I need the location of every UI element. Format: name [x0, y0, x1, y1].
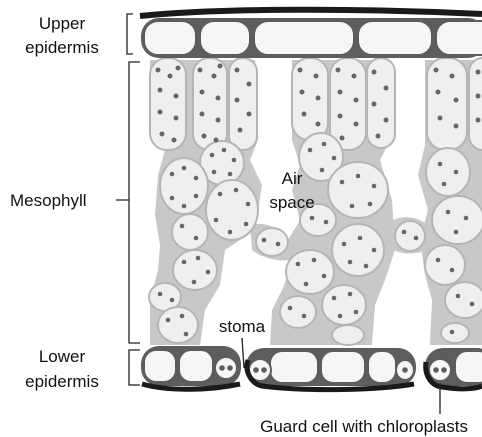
palisade-cell — [330, 58, 366, 150]
spongy-cell — [432, 196, 482, 244]
spongy-cell — [172, 214, 208, 250]
spongy-cell — [158, 307, 198, 343]
spongy-cell — [280, 296, 316, 328]
chloroplast — [402, 367, 408, 373]
lower-epidermis-label-line1: Lower — [39, 347, 86, 366]
spongy-cell — [395, 221, 425, 251]
palisade-cell — [427, 58, 467, 150]
chloroplast — [441, 367, 447, 373]
chloroplast — [433, 367, 439, 373]
upper-epidermis-bracket — [127, 14, 133, 54]
spongy-cell — [441, 323, 469, 343]
epidermal-cell — [321, 351, 365, 383]
mesophyll-bracket — [116, 62, 140, 343]
epidermal-cell — [200, 21, 250, 55]
air-space-label-line1: Air — [282, 169, 303, 188]
stoma-pointer-line — [242, 338, 244, 368]
spongy-cell — [445, 282, 482, 318]
upper-epidermis — [140, 10, 482, 58]
lower-epidermis-label-line2: epidermis — [25, 372, 99, 391]
spongy-cell — [328, 162, 388, 218]
spongy-cell — [425, 245, 465, 285]
upper-cuticle — [140, 10, 482, 16]
epidermal-cell — [270, 351, 318, 383]
palisade-cell — [367, 58, 395, 148]
spongy-cell — [426, 148, 470, 196]
chloroplast — [253, 367, 259, 373]
chloroplast — [261, 367, 267, 373]
chloroplast — [227, 365, 233, 371]
upper-epidermis-label-line1: Upper — [39, 14, 86, 33]
lower-epidermis-label: Lower epidermis — [25, 347, 99, 391]
chloroplast — [219, 365, 225, 371]
palisade-cell — [150, 58, 186, 150]
lower-epidermis — [141, 346, 482, 390]
epidermal-cell — [455, 351, 482, 383]
guard-cell-label: Guard cell with chloroplasts — [260, 417, 468, 436]
palisade-cell — [193, 58, 227, 150]
epidermal-cell — [436, 21, 482, 55]
label-brackets — [116, 14, 140, 385]
guard-cell — [429, 359, 451, 381]
epidermal-cell — [179, 350, 213, 382]
upper-epidermis-label: Upper epidermis — [25, 14, 99, 57]
palisade-cell — [229, 58, 257, 150]
stoma-label: stoma — [219, 317, 266, 336]
palisade-cell — [292, 58, 328, 140]
epidermal-cell — [368, 351, 396, 383]
spongy-cell — [332, 325, 364, 345]
air-space-label-line2: space — [269, 193, 314, 212]
epidermal-cell — [144, 21, 196, 55]
epidermal-cell — [144, 350, 176, 382]
upper-epidermis-label-line2: epidermis — [25, 38, 99, 57]
lower-epidermis-bracket — [129, 350, 140, 385]
spongy-cell — [322, 285, 366, 325]
mesophyll-label: Mesophyll — [10, 191, 87, 210]
guard-cell — [215, 357, 237, 379]
spongy-cell — [286, 250, 334, 294]
epidermal-cell — [254, 21, 354, 55]
spongy-cell — [256, 228, 288, 256]
epidermal-cell — [358, 21, 432, 55]
